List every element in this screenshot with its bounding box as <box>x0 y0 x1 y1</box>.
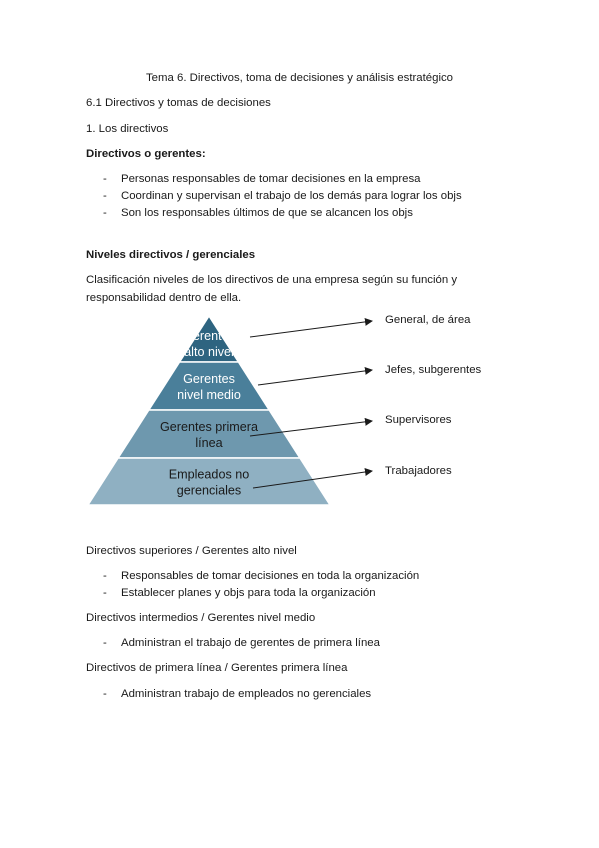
pyramid-callout-label: Supervisores <box>385 414 452 426</box>
list-dash: - <box>103 570 107 582</box>
pyramid-level-label: Gerentes <box>183 372 235 386</box>
pyramid-callout-label: Trabajadores <box>385 465 452 477</box>
list-item: Coordinan y supervisan el trabajo de los… <box>121 190 462 202</box>
pyramid-level-label: nivel medio <box>177 388 241 402</box>
heading-directivos: Directivos o gerentes: <box>86 148 206 160</box>
section-heading: 6.1 Directivos y tomas de decisiones <box>86 97 271 109</box>
list-item: Administran el trabajo de gerentes de pr… <box>121 637 380 649</box>
pyramid-level <box>86 457 332 506</box>
pyramid-level-label: Gerentes <box>183 329 235 343</box>
pyramid-arrow <box>249 317 373 338</box>
subsection-heading: 1. Los directivos <box>86 123 169 135</box>
pyramid-level-label: alto nivel <box>184 345 234 359</box>
list-dash: - <box>103 688 107 700</box>
list-item: Administran trabajo de empleados no gere… <box>121 688 372 700</box>
list-item: Establecer planes y objs para toda la or… <box>121 587 376 599</box>
pyramid-level <box>147 361 271 411</box>
group3-heading: Directivos de primera línea / Gerentes p… <box>86 662 348 674</box>
list-dash: - <box>103 207 107 219</box>
group2-heading: Directivos intermedios / Gerentes nivel … <box>86 612 316 624</box>
list-dash: - <box>103 637 107 649</box>
group1-heading: Directivos superiores / Gerentes alto ni… <box>86 545 297 557</box>
pyramid-arrow <box>252 468 373 489</box>
list-dash: - <box>103 190 107 202</box>
list-dash: - <box>103 173 107 185</box>
heading-niveles: Niveles directivos / gerenciales <box>86 249 256 261</box>
pyramid-level-label: Gerentes primera <box>160 420 258 434</box>
pyramid-arrow <box>257 366 373 386</box>
document-title: Tema 6. Directivos, toma de decisiones y… <box>145 72 454 84</box>
paragraph-line: responsabilidad dentro de ella. <box>86 292 242 304</box>
pyramid-level-label: línea <box>195 436 222 450</box>
pyramid-level-label: gerenciales <box>177 484 241 498</box>
list-item: Personas responsables de tomar decisione… <box>121 173 421 185</box>
pyramid-arrow <box>249 417 373 437</box>
pyramid-level-label: Empleados no <box>169 468 250 482</box>
paragraph-line: Clasificación niveles de los directivos … <box>86 274 458 286</box>
list-item: Responsables de tomar decisiones en toda… <box>121 570 420 582</box>
pyramid-level <box>116 409 302 459</box>
list-dash: - <box>103 587 107 599</box>
pyramid-callout-label: Jefes, subgerentes <box>385 364 482 376</box>
pyramid-callout-label: General, de área <box>385 314 471 326</box>
list-item: Son los responsables últimos de que se a… <box>121 207 413 219</box>
